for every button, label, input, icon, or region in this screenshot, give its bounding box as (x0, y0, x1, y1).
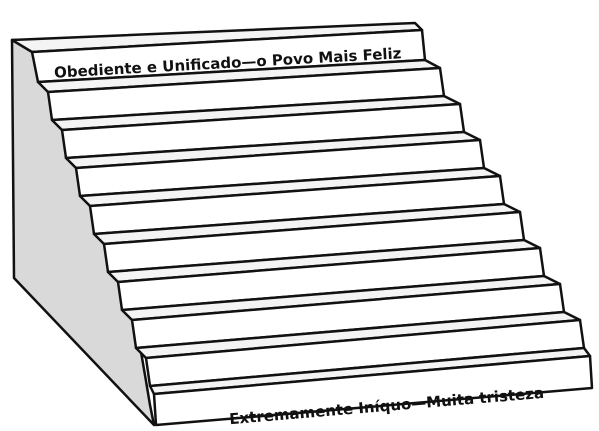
staircase-steps (30, 28, 594, 427)
step-10-riser (152, 354, 594, 427)
